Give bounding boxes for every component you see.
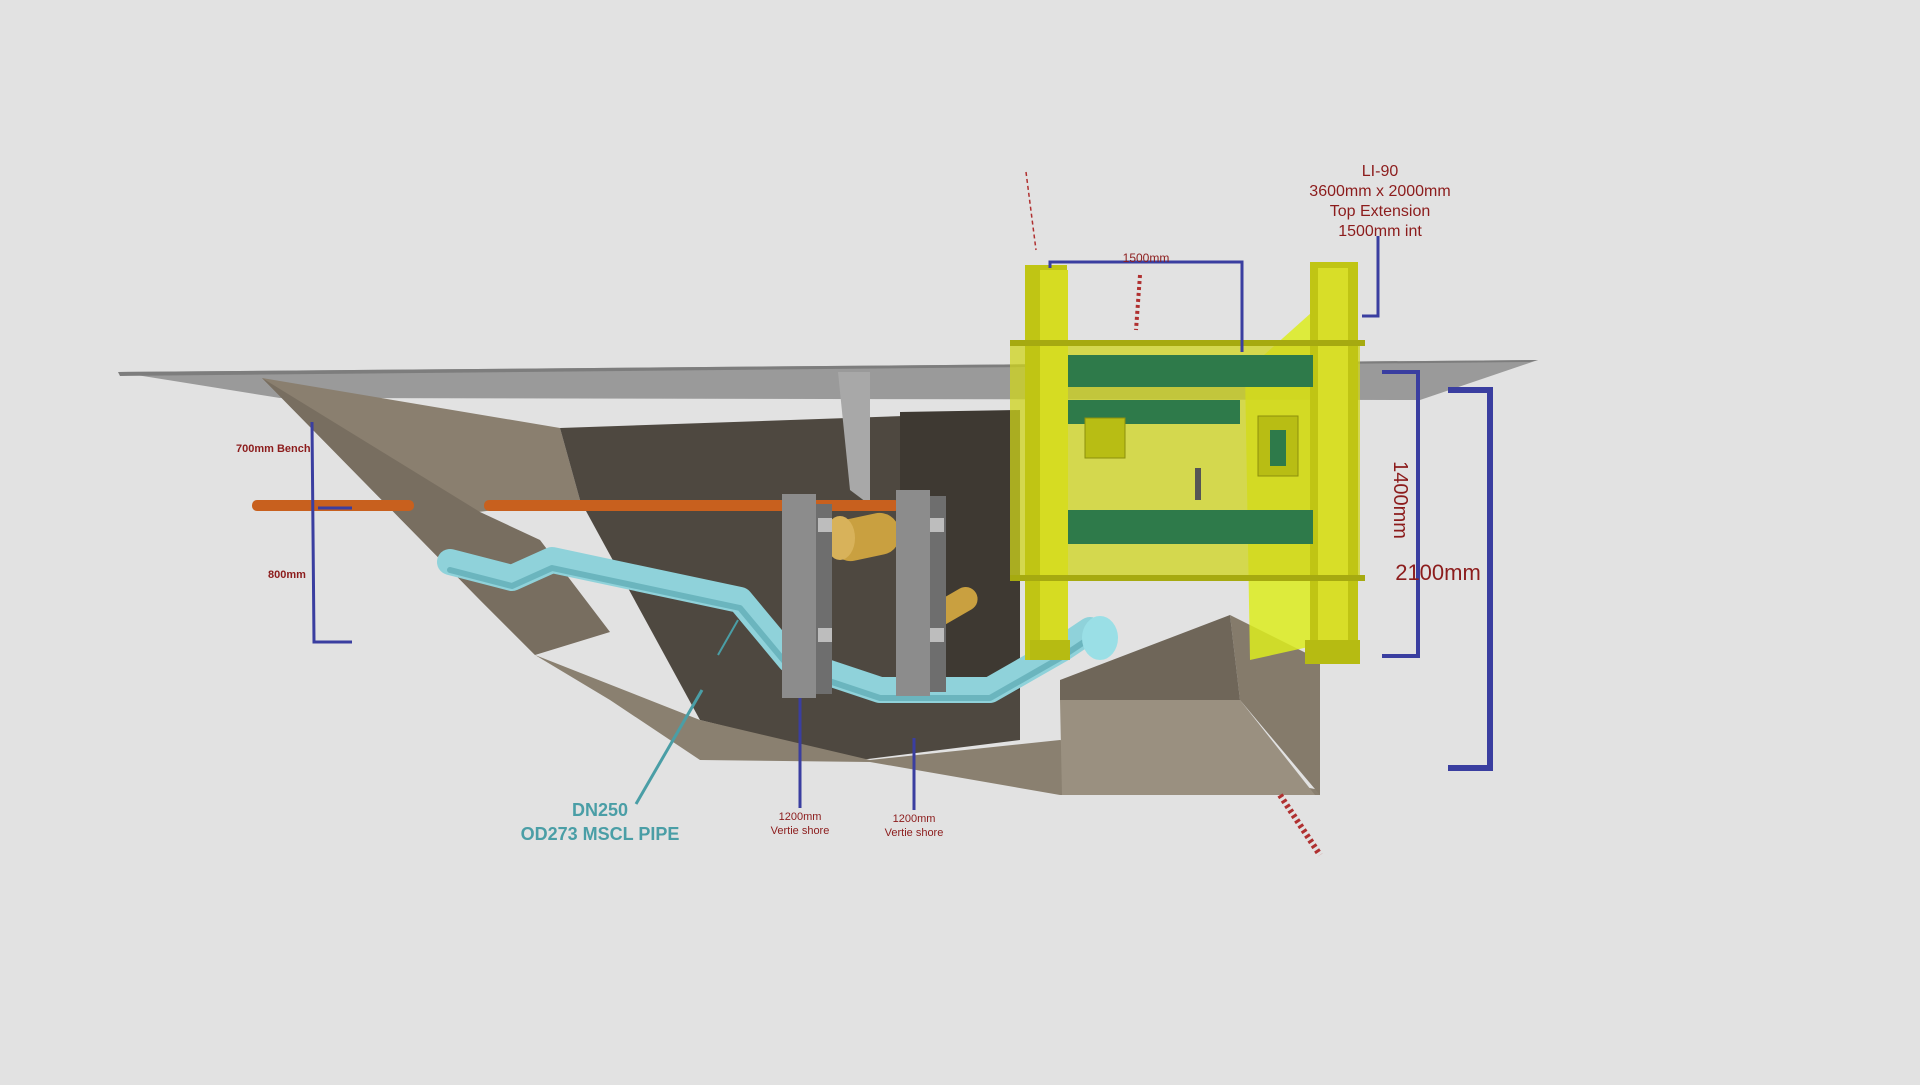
shield-frame-bottom [1010,575,1365,581]
orange-conduit-right [484,500,900,511]
shore-bracket-1 [818,518,832,532]
green-strut-bottom [1068,510,1313,544]
dim-label-1500: 1500mm [1123,251,1170,265]
leader-pipe [634,689,704,805]
shield-foot-left [1030,640,1070,660]
dim-label-1400: 1400mm [1389,461,1411,539]
pit-floor [1060,700,1315,795]
red-marker-top [1025,171,1037,251]
shield-foot-right [1305,640,1360,664]
dim-line-bench [310,421,352,644]
dim-line-1500 [1048,260,1244,352]
pipe-label-line-2: OD273 MSCL PIPE [521,824,680,844]
dn250-pipe-end [1082,616,1118,660]
vertical-shore-left-side [816,504,832,694]
pit-right-wall [1230,615,1320,795]
depth-label-800: 800mm [268,569,306,581]
orange-conduit-left [252,500,414,511]
shore-right-label-line-1: 1200mm [893,813,936,825]
shield-post-left-side [1040,270,1068,655]
dim-line-top-extension [1362,236,1380,318]
shield-title-line-2: 3600mm x 2000mm [1309,183,1450,200]
shore-left-label-line-2: Vertie shore [771,825,830,837]
bench-label: 700mm Bench [236,443,311,455]
shield-title-line-3: Top Extension [1330,203,1431,220]
shield-title-line-1: LI-90 [1362,163,1399,180]
vertical-shore-right-side [930,496,946,692]
strut-connector-left [1084,417,1126,459]
red-marker-bottom [1277,793,1323,857]
shore-bracket-4 [930,628,944,642]
shore-left-label-line-1: 1200mm [779,811,822,823]
shore-right-label-line-2: Vertie shore [885,827,944,839]
red-marker-mid [1134,274,1142,331]
shore-bracket-2 [818,628,832,642]
gold-pipe-large-end [825,516,855,560]
vertical-shore-right [896,490,930,696]
shield-post-right-side [1318,268,1348,658]
dim-line-2100 [1448,387,1493,771]
pit-front-wall [1060,615,1240,700]
dim-line-1400 [1382,370,1420,658]
dim-label-2100: 2100mm [1395,560,1481,585]
shore-bracket-3 [930,518,944,532]
pipe-label-line-1: DN250 [572,800,628,820]
shield-frame-top [1010,340,1365,346]
green-strut-top [1068,355,1313,387]
strut-pin [1195,468,1201,500]
leader-pipe-2 [717,619,739,656]
back-panel-light [838,372,870,505]
strut-connector-right-inner [1270,430,1286,466]
vertical-shore-left [782,494,816,698]
shield-title-line-4: 1500mm int [1338,223,1422,240]
